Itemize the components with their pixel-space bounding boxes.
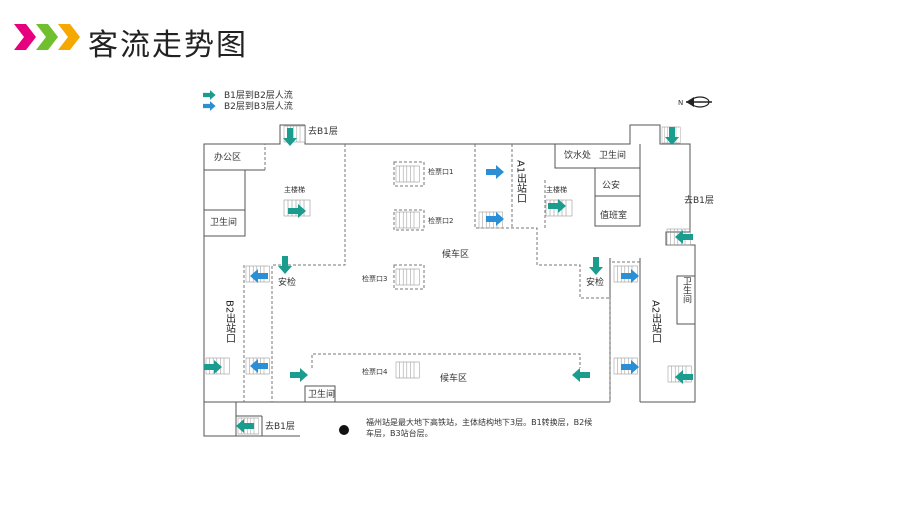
label-to-b1-right: 去B1层	[684, 194, 714, 206]
label-security-right: 安检	[586, 276, 604, 288]
label-drinks: 饮水处	[564, 149, 591, 161]
label-police: 公安	[602, 179, 620, 191]
svg-text:A2出站口: A2出站口	[650, 300, 662, 343]
header: 客流走势图	[0, 0, 900, 70]
label-exit-a1: A1出站口	[515, 160, 527, 203]
page-title: 客流走势图	[88, 28, 248, 63]
blue-arrow-icon	[486, 165, 504, 179]
label-to-b1-bottom: 去B1层	[265, 420, 295, 432]
ticket-gate-1: 检票口1	[393, 161, 453, 187]
label-restroom-bottom: 卫生间	[308, 388, 335, 400]
green-arrow-icon	[290, 368, 308, 382]
ticket-gate-3: 检票口3	[362, 264, 425, 290]
svg-text:主楼梯: 主楼梯	[546, 185, 567, 194]
compass-icon: N	[678, 96, 712, 108]
label-waiting-top: 候车区	[442, 248, 469, 260]
green-arrow-icon	[236, 419, 254, 433]
svg-text:A1出站口: A1出站口	[515, 160, 527, 203]
svg-text:检票口1: 检票口1	[428, 167, 453, 176]
note-bullet-icon	[339, 425, 349, 435]
label-security-left: 安检	[278, 276, 296, 288]
ticket-gate-2: 检票口2	[393, 209, 453, 231]
floor-plan-walls	[203, 124, 696, 437]
legend-label-b2-b3: B2层到B3层人流	[224, 100, 293, 112]
label-exit-a2: A2出站口	[650, 300, 662, 343]
label-restroom-right: 卫生间	[681, 277, 692, 305]
green-arrow-icon	[589, 257, 603, 275]
svg-text:检票口3: 检票口3	[362, 274, 387, 283]
ticket-gate-4: 检票口4	[362, 361, 420, 379]
blue-arrow-icon	[621, 269, 639, 283]
green-arrow-icon	[665, 127, 679, 145]
stairs-left: 主楼梯	[283, 185, 311, 217]
green-arrow-icon	[572, 368, 590, 382]
svg-text:检票口4: 检票口4	[362, 367, 388, 376]
legend-label-b1-b2: B1层到B2层人流	[224, 89, 293, 101]
svg-text:检票口2: 检票口2	[428, 216, 453, 225]
svg-text:N: N	[678, 99, 683, 107]
label-exit-b2: B2出站口	[224, 300, 236, 343]
green-arrow-icon	[548, 199, 566, 213]
label-to-b1-top: 去B1层	[308, 125, 338, 137]
label-waiting-bottom: 候车区	[440, 372, 467, 384]
note: 福州站是最大地下高铁站，主体结构地下3层。B1转换层，B2候车层，B3站台层。	[366, 418, 592, 438]
blue-arrow-icon	[250, 269, 268, 283]
svg-text:卫生间: 卫生间	[681, 277, 692, 305]
legend: B1层到B2层人流 B2层到B3层人流	[203, 89, 293, 112]
blue-arrow-icon	[621, 360, 639, 374]
legend-green-arrow-icon	[203, 90, 216, 100]
label-office: 办公区	[214, 151, 241, 163]
blue-arrow-icon	[486, 212, 504, 226]
chevron-logo-icon	[14, 24, 80, 50]
label-restroom-left: 卫生间	[210, 216, 237, 228]
flow-arrows-b2-b3	[250, 165, 639, 374]
green-arrow-icon	[283, 128, 297, 146]
stairs-right: 主楼梯	[545, 185, 573, 217]
label-duty-room: 值班室	[600, 209, 627, 221]
label-restroom-top: 卫生间	[599, 149, 626, 161]
svg-text:主楼梯: 主楼梯	[284, 185, 305, 194]
svg-text:B2出站口: B2出站口	[224, 300, 236, 343]
blue-arrow-icon	[250, 359, 268, 373]
legend-blue-arrow-icon	[203, 101, 216, 111]
waiting-zone-outline	[243, 144, 640, 402]
